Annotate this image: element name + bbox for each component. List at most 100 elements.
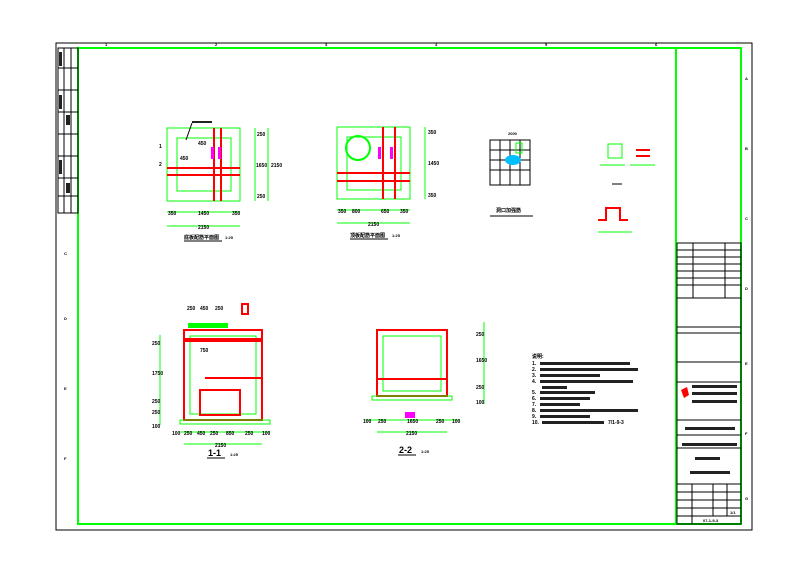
signoff-strip [57, 47, 79, 214]
svg-text:D: D [64, 316, 67, 321]
svg-text:7.: 7. [532, 402, 537, 408]
svg-text:100: 100 [363, 419, 372, 425]
design-notes: 说明: 1. 2. 3. 4. 5. 6. 7. 8. 9. 10. 7/1-9… [532, 353, 638, 426]
svg-text:4.: 4. [532, 379, 537, 385]
svg-text:1/1: 1/1 [730, 510, 736, 515]
svg-text:6: 6 [655, 42, 658, 47]
company-logo [681, 387, 689, 398]
svg-text:250: 250 [245, 431, 254, 437]
svg-text:1.: 1. [532, 361, 537, 367]
svg-text:2150: 2150 [406, 431, 417, 437]
svg-text:450: 450 [200, 306, 209, 312]
svg-text:250: 250 [257, 194, 266, 200]
title-block: 07-1-9-3 1/1 [676, 242, 742, 525]
svg-text:B: B [745, 146, 748, 151]
svg-text:250: 250 [257, 132, 266, 138]
svg-text:1450: 1450 [198, 211, 209, 217]
svg-text:250: 250 [152, 410, 161, 416]
svg-text:1750: 1750 [152, 371, 163, 377]
svg-text:6.: 6. [532, 396, 537, 402]
outer-frame [55, 42, 753, 531]
opening-reinforcement-detail: 2000 洞口加强筋 [489, 131, 533, 217]
svg-text:1650: 1650 [256, 163, 267, 169]
svg-text:2150: 2150 [198, 225, 209, 231]
svg-text:E: E [745, 361, 748, 366]
section1-title: 1-1 [208, 448, 221, 458]
section2-title: 2-2 [399, 445, 412, 455]
svg-text:250: 250 [378, 419, 387, 425]
svg-text:450: 450 [197, 431, 206, 437]
svg-text:2000: 2000 [508, 131, 518, 136]
plan1-title: 底板配筋平面图 [183, 234, 219, 241]
svg-text:10.: 10. [532, 420, 540, 426]
svg-text:250: 250 [152, 341, 161, 347]
svg-text:E: E [64, 386, 67, 391]
svg-text:250: 250 [187, 306, 196, 312]
section-mark-1: 1 [159, 144, 162, 150]
detail1-title: 洞口加强筋 [496, 207, 521, 214]
plan-bottom-slab: 1 2 450 450 350 1450 350 2150 250 1650 2… [159, 121, 282, 242]
svg-text:1:25: 1:25 [392, 233, 401, 238]
svg-text:100: 100 [172, 431, 181, 437]
svg-text:250: 250 [210, 431, 219, 437]
svg-text:F: F [745, 431, 748, 436]
svg-text:D: D [745, 286, 748, 291]
svg-text:350: 350 [428, 193, 437, 199]
svg-text:350: 350 [400, 209, 409, 215]
svg-text:5: 5 [545, 42, 548, 47]
side-grid-letters: A B C D E F G C D E F [64, 76, 748, 501]
svg-text:350: 350 [232, 211, 241, 217]
svg-text:5.: 5. [532, 390, 537, 396]
svg-text:7/1-9-3: 7/1-9-3 [608, 420, 624, 426]
svg-text:07-1-9-3: 07-1-9-3 [703, 518, 719, 523]
svg-text:2.: 2. [532, 367, 537, 373]
svg-text:1650: 1650 [407, 419, 418, 425]
svg-text:100: 100 [452, 419, 461, 425]
svg-text:C: C [64, 251, 67, 256]
svg-text:9.: 9. [532, 414, 537, 420]
svg-text:100: 100 [476, 400, 485, 406]
svg-text:850: 850 [226, 431, 235, 437]
svg-text:说明:: 说明: [532, 353, 544, 360]
svg-text:250: 250 [476, 332, 485, 338]
svg-text:100: 100 [152, 424, 161, 430]
section-2-2: 250 1650 250 100 100 250 1650 250 100 21… [363, 322, 487, 456]
svg-text:F: F [64, 456, 67, 461]
svg-text:3.: 3. [532, 373, 537, 379]
svg-text:2150: 2150 [215, 443, 226, 449]
svg-text:1450: 1450 [428, 161, 439, 167]
plan2-title: 顶板配筋平面图 [350, 232, 385, 239]
svg-text:1:25: 1:25 [230, 452, 239, 457]
svg-text:350: 350 [168, 211, 177, 217]
svg-text:1:25: 1:25 [225, 235, 234, 240]
svg-text:4: 4 [435, 42, 438, 47]
svg-text:8.: 8. [532, 408, 537, 414]
svg-text:A: A [745, 76, 748, 81]
svg-text:350: 350 [428, 130, 437, 136]
svg-text:2150: 2150 [271, 163, 282, 169]
svg-text:1650: 1650 [476, 358, 487, 364]
svg-text:650: 650 [381, 209, 390, 215]
rebar-details [598, 143, 655, 233]
svg-text:250: 250 [436, 419, 445, 425]
svg-text:250: 250 [215, 306, 224, 312]
svg-text:250: 250 [152, 399, 161, 405]
svg-text:C: C [745, 216, 748, 221]
svg-text:2: 2 [215, 42, 218, 47]
svg-text:3: 3 [325, 42, 328, 47]
svg-text:G: G [745, 496, 748, 501]
svg-text:350: 350 [338, 209, 347, 215]
svg-text:1: 1 [105, 42, 108, 47]
svg-text:800: 800 [352, 209, 361, 215]
svg-text:450: 450 [180, 156, 189, 162]
svg-text:2150: 2150 [368, 222, 379, 228]
section-1-1: 250 1750 250 250 100 250 450 250 750 100… [152, 303, 271, 459]
svg-text:450: 450 [198, 141, 207, 147]
svg-text:250: 250 [184, 431, 193, 437]
section-mark-2: 2 [159, 162, 162, 168]
svg-text:1:25: 1:25 [421, 449, 430, 454]
svg-text:750: 750 [200, 348, 209, 354]
plan-top-slab: 350 800 650 350 2150 350 1450 350 顶板配筋平面… [336, 126, 439, 240]
top-grid-ticks: 1 2 3 4 5 6 [105, 42, 658, 47]
